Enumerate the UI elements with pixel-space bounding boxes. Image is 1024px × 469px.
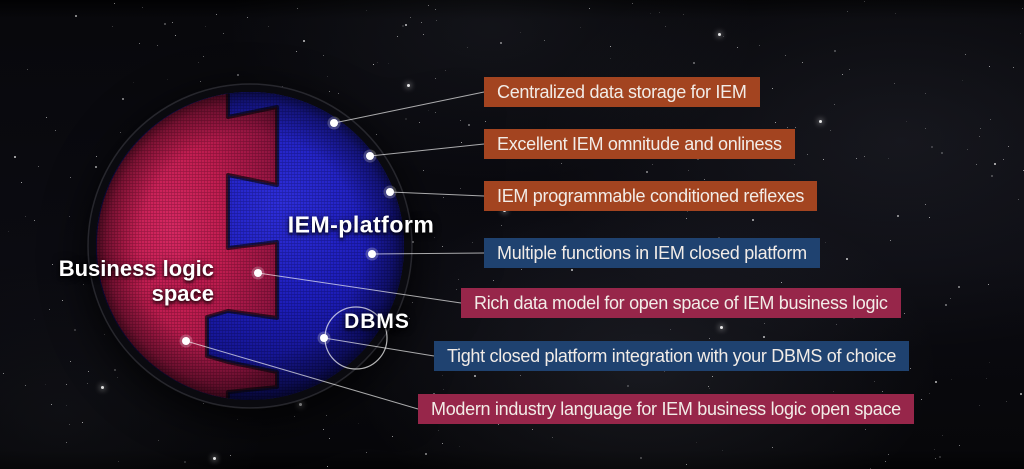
- connector-dot: [179, 334, 193, 348]
- business-logic-space-label: Business logic space: [59, 256, 214, 306]
- callout-dbms-integration: Tight closed platform integration with y…: [434, 341, 910, 371]
- callout-omnitude-onliness: Excellent IEM omnitude and onliness: [484, 129, 795, 159]
- dbms-label: DBMS: [344, 310, 410, 333]
- callout-industry-language: Modern industry language for IEM busines…: [418, 394, 914, 424]
- callout-centralized-storage: Centralized data storage for IEM: [484, 77, 760, 107]
- connector-dot: [363, 149, 377, 163]
- iem-platform-label: IEM-platform: [287, 211, 435, 238]
- callout-conditioned-reflexes: IEM programmable conditioned reflexes: [484, 181, 818, 211]
- connector-line: [371, 252, 485, 255]
- connector-line: [389, 191, 485, 197]
- callout-rich-data-model: Rich data model for open space of IEM bu…: [461, 288, 901, 318]
- connector-dot: [327, 116, 341, 130]
- connector-line: [185, 340, 419, 410]
- callout-multiple-functions: Multiple functions in IEM closed platfor…: [484, 238, 820, 268]
- business-logic-space-label-line2: space: [151, 281, 214, 306]
- connector-dot: [365, 247, 379, 261]
- connector-lines: [185, 91, 485, 410]
- connector-line: [323, 337, 435, 357]
- disc-vignette: [96, 92, 404, 400]
- connector-dot: [383, 185, 397, 199]
- connector-dot: [317, 331, 331, 345]
- connector-dots: [179, 116, 397, 348]
- business-logic-space-label-line1: Business logic: [58, 256, 214, 281]
- connector-line: [333, 91, 485, 124]
- connector-line: [369, 143, 485, 157]
- connector-dot: [251, 266, 265, 280]
- connector-line: [257, 272, 462, 304]
